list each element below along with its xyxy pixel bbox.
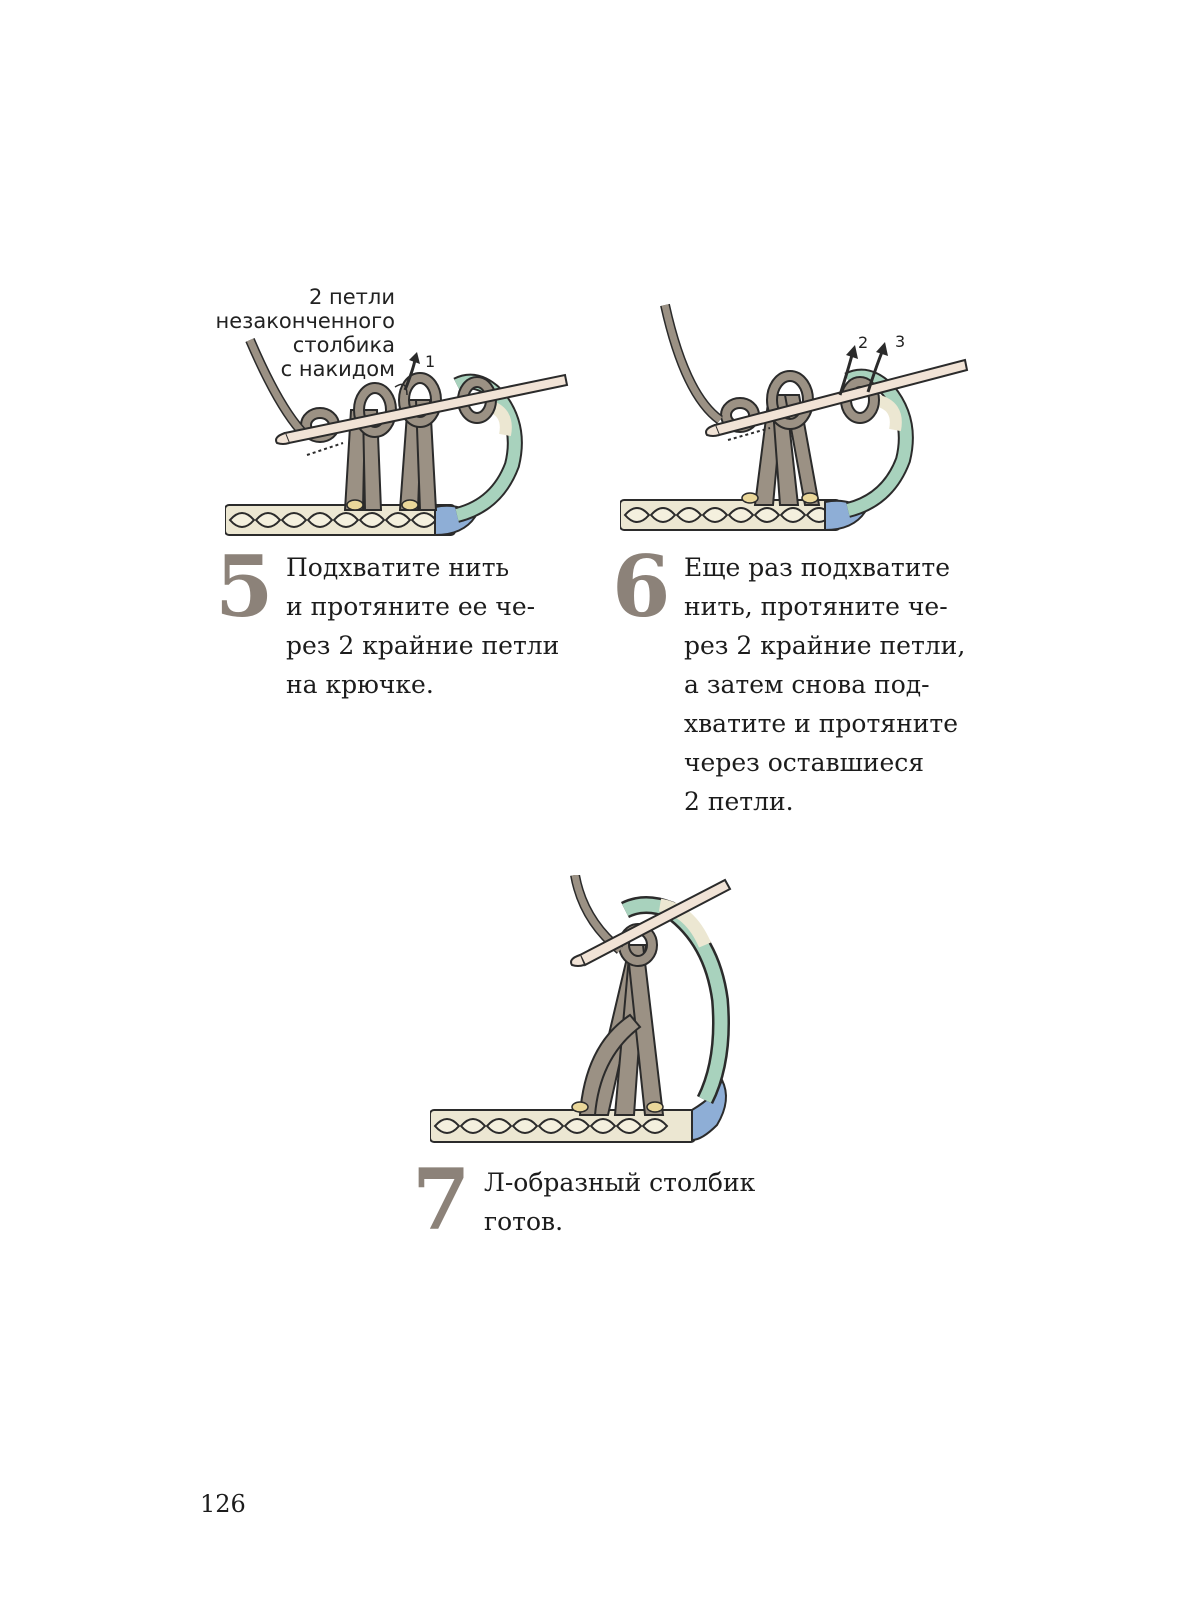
step-number-6: 6 — [612, 537, 671, 636]
text-line: а затем снова под- — [684, 670, 930, 699]
turning-chain — [620, 896, 730, 1105]
step5-text: Подхватите нить и протяните ее че- рез 2… — [286, 548, 559, 704]
text-line: через оставшиеся — [684, 748, 925, 777]
text-line: на крючке. — [286, 670, 434, 699]
text-line: 2 петли. — [684, 787, 794, 816]
chain-base — [225, 504, 477, 537]
chain-base — [620, 499, 867, 532]
step5-callout: 2 петли незаконченного столбика с накидо… — [200, 285, 395, 381]
callout-line: столбика — [292, 333, 395, 357]
text-line: Еще раз подхватите — [684, 553, 951, 582]
text-line: нить, протяните че- — [684, 592, 948, 621]
step5-illustration: 1 — [225, 338, 569, 537]
text-line: рез 2 крайние петли — [286, 631, 560, 660]
text-line: Л-образный столбик — [484, 1168, 756, 1197]
callout-line: 2 петли — [309, 285, 395, 309]
text-line: и протяните ее че- — [286, 592, 536, 621]
arrow-2-icon — [838, 354, 854, 396]
arrow-1-label: 1 — [425, 352, 435, 371]
step-number-7: 7 — [412, 1150, 471, 1249]
text-line: хватите и протяните — [684, 709, 959, 738]
callout-line: с накидом — [280, 357, 395, 381]
crochet-hook — [275, 373, 569, 445]
step6-text: Еще раз подхватите нить, протяните че- р… — [684, 548, 965, 821]
text-line: рез 2 крайние петли, — [684, 631, 966, 660]
step7-illustration — [430, 875, 732, 1143]
crochet-hook — [705, 358, 969, 437]
page-number: 126 — [200, 1490, 246, 1518]
working-yarn — [660, 303, 724, 425]
text-line: готов. — [484, 1207, 564, 1236]
arrow-3-icon — [866, 351, 884, 393]
crochet-hook — [570, 878, 732, 967]
step6-illustration: 2 3 — [620, 303, 969, 532]
arrow-3-label: 3 — [895, 332, 905, 351]
chain-base — [430, 1077, 727, 1143]
callout-line: незаконченного — [215, 309, 395, 333]
step7-text: Л-образный столбик готов. — [484, 1163, 755, 1241]
text-line: Подхватите нить — [286, 553, 510, 582]
arrow-2-label: 2 — [858, 333, 868, 352]
step-number-5: 5 — [215, 537, 274, 636]
